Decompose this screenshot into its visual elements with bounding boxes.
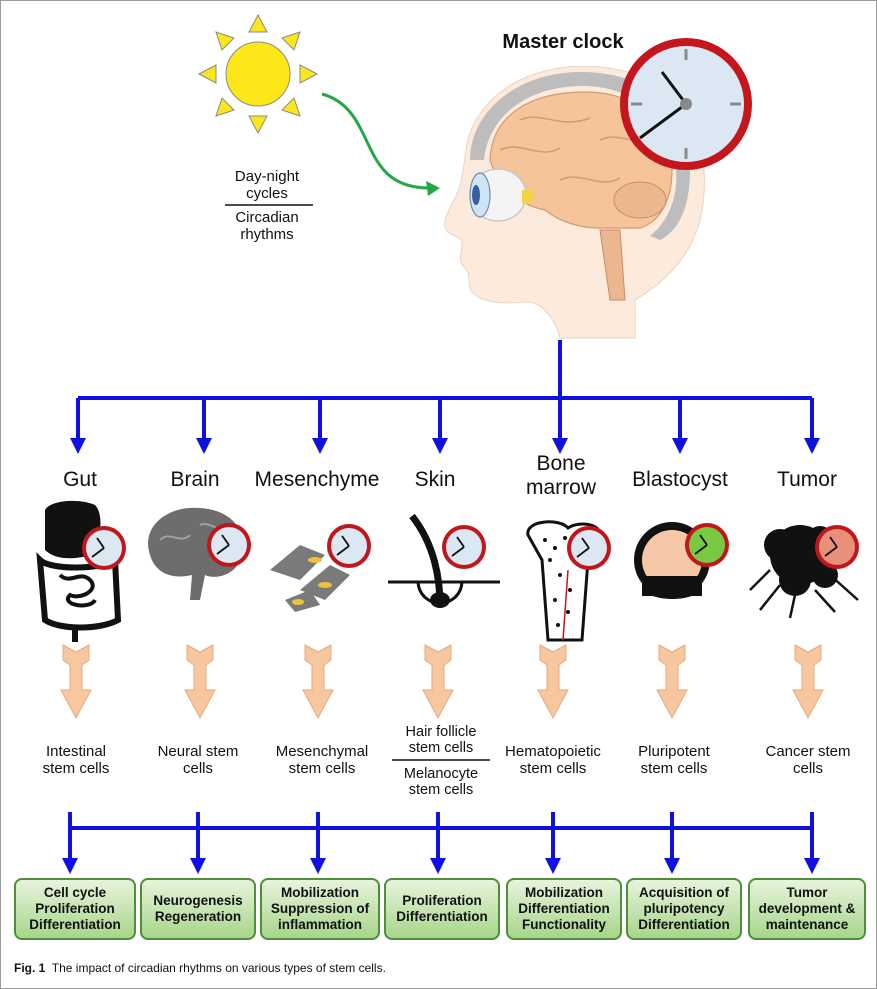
tissue-tumor: Tumor bbox=[777, 468, 837, 491]
clock-icon-gut bbox=[82, 526, 126, 570]
small-clock-icons bbox=[82, 523, 859, 570]
stem-skin-hair: Hair follicle stem cells bbox=[405, 724, 477, 757]
outcome-skin: Proliferation Differentiation bbox=[384, 878, 500, 940]
tissue-bone-marrow: Bone marrow bbox=[525, 452, 596, 500]
outcome-bone-marrow: Mobilization Differentiation Functionali… bbox=[506, 878, 622, 940]
tissue-blastocyst: Blastocyst bbox=[632, 468, 728, 491]
outcome-mesenchyme: Mobilization Suppression of inflammation bbox=[260, 878, 380, 940]
stem-mesenchyme: Mesenchymal stem cells bbox=[275, 743, 369, 777]
outcome-gut: Cell cycle Proliferation Differentiation bbox=[14, 878, 136, 940]
clock-icon-brain bbox=[207, 523, 251, 567]
clock-icon-tumor bbox=[815, 525, 859, 569]
day-night-label: Day-night cycles bbox=[234, 168, 300, 202]
tissue-brain: Brain bbox=[170, 468, 220, 491]
stem-skin-melanocyte: Melanocyte stem cells bbox=[403, 766, 479, 799]
stem-gut: Intestinal stem cells bbox=[42, 743, 110, 777]
master-clock-icon bbox=[620, 38, 752, 170]
stem-tumor: Cancer stem cells bbox=[765, 743, 851, 777]
down-arrow-5 bbox=[656, 644, 688, 720]
skin-hair-icon bbox=[388, 513, 500, 608]
clock-icon-bone-marrow bbox=[567, 526, 611, 570]
clock-icon-mesenchyme bbox=[327, 524, 371, 568]
caption-text: The impact of circadian rhythms on vario… bbox=[51, 961, 386, 975]
distribution-arrows bbox=[76, 340, 814, 440]
circadian-label: Circadian rhythms bbox=[235, 209, 299, 243]
figure-caption: Fig. 1 The impact of circadian rhythms o… bbox=[14, 961, 386, 975]
tumor-icon bbox=[749, 525, 859, 619]
down-arrow-6 bbox=[792, 644, 824, 720]
down-arrow-2 bbox=[302, 644, 334, 720]
mesenchyme-icon bbox=[270, 545, 350, 612]
stem-bone-marrow: Hematopoietic stem cells bbox=[505, 743, 601, 777]
stem-blastocyst: Pluripotent stem cells bbox=[638, 743, 710, 777]
down-arrow-0 bbox=[60, 644, 92, 720]
clock-icon-blastocyst bbox=[685, 523, 729, 567]
light-arrow bbox=[321, 92, 433, 190]
stem-brain: Neural stem cells bbox=[157, 743, 239, 777]
clock-icon-skin bbox=[442, 525, 486, 569]
down-arrow-1 bbox=[184, 644, 216, 720]
tissue-gut: Gut bbox=[63, 468, 97, 491]
outcome-brain: Neurogenesis Regeneration bbox=[140, 878, 256, 940]
down-arrow-4 bbox=[537, 644, 569, 720]
sun-icon bbox=[197, 13, 319, 135]
master-clock-label: Master clock bbox=[502, 31, 624, 53]
down-arrow-3 bbox=[422, 644, 454, 720]
gut-icon bbox=[36, 500, 122, 642]
outcome-tumor: Tumor development & maintenance bbox=[748, 878, 866, 940]
outcome-blastocyst: Acquisition of pluripotency Differentiat… bbox=[626, 878, 742, 940]
caption-label: Fig. 1 bbox=[14, 961, 46, 975]
tissue-mesenchyme: Mesenchyme bbox=[254, 468, 380, 491]
orange-down-arrows bbox=[60, 644, 824, 720]
tissue-skin: Skin bbox=[414, 468, 456, 491]
